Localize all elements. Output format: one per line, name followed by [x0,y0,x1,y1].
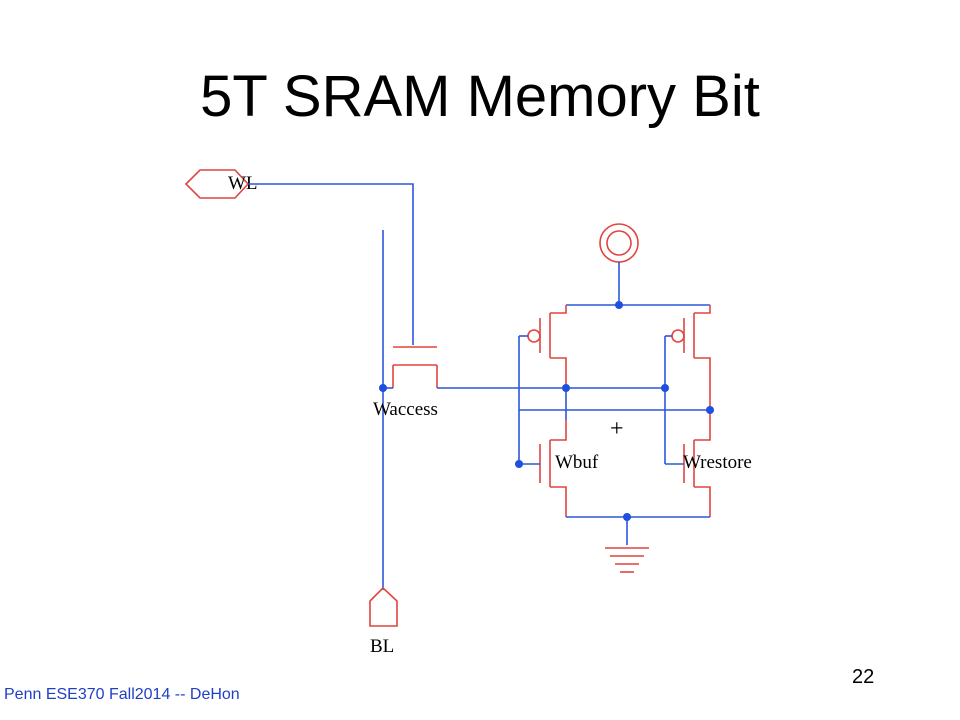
slide-title: 5T SRAM Memory Bit [200,64,760,129]
junction-dot [623,513,631,521]
page-number: 22 [852,666,875,688]
junction-dot [706,406,714,414]
plus-marker: + [610,416,624,442]
bitline-label: BL [370,636,394,657]
right-pmos-transistor [671,305,711,410]
wordline-wire [248,183,414,345]
junction-dot [661,384,669,392]
junction-dot [379,384,387,392]
left-pmos-transistor [527,305,567,388]
ground-symbol [605,547,649,573]
vdd-symbol [599,223,639,263]
wrestore-label: Wrestore [683,452,752,473]
junction-dot [562,384,570,392]
footer-credit: Penn ESE370 Fall2014 -- DeHon [4,686,240,703]
wordline-label: WL [228,173,258,194]
wbuf-label: Wbuf [555,452,599,473]
junction-dot [615,301,623,309]
junction-dot [515,460,523,468]
access-transistor-label: Waccess [373,399,438,420]
bitline-port [369,586,398,627]
access-transistor [392,346,438,388]
